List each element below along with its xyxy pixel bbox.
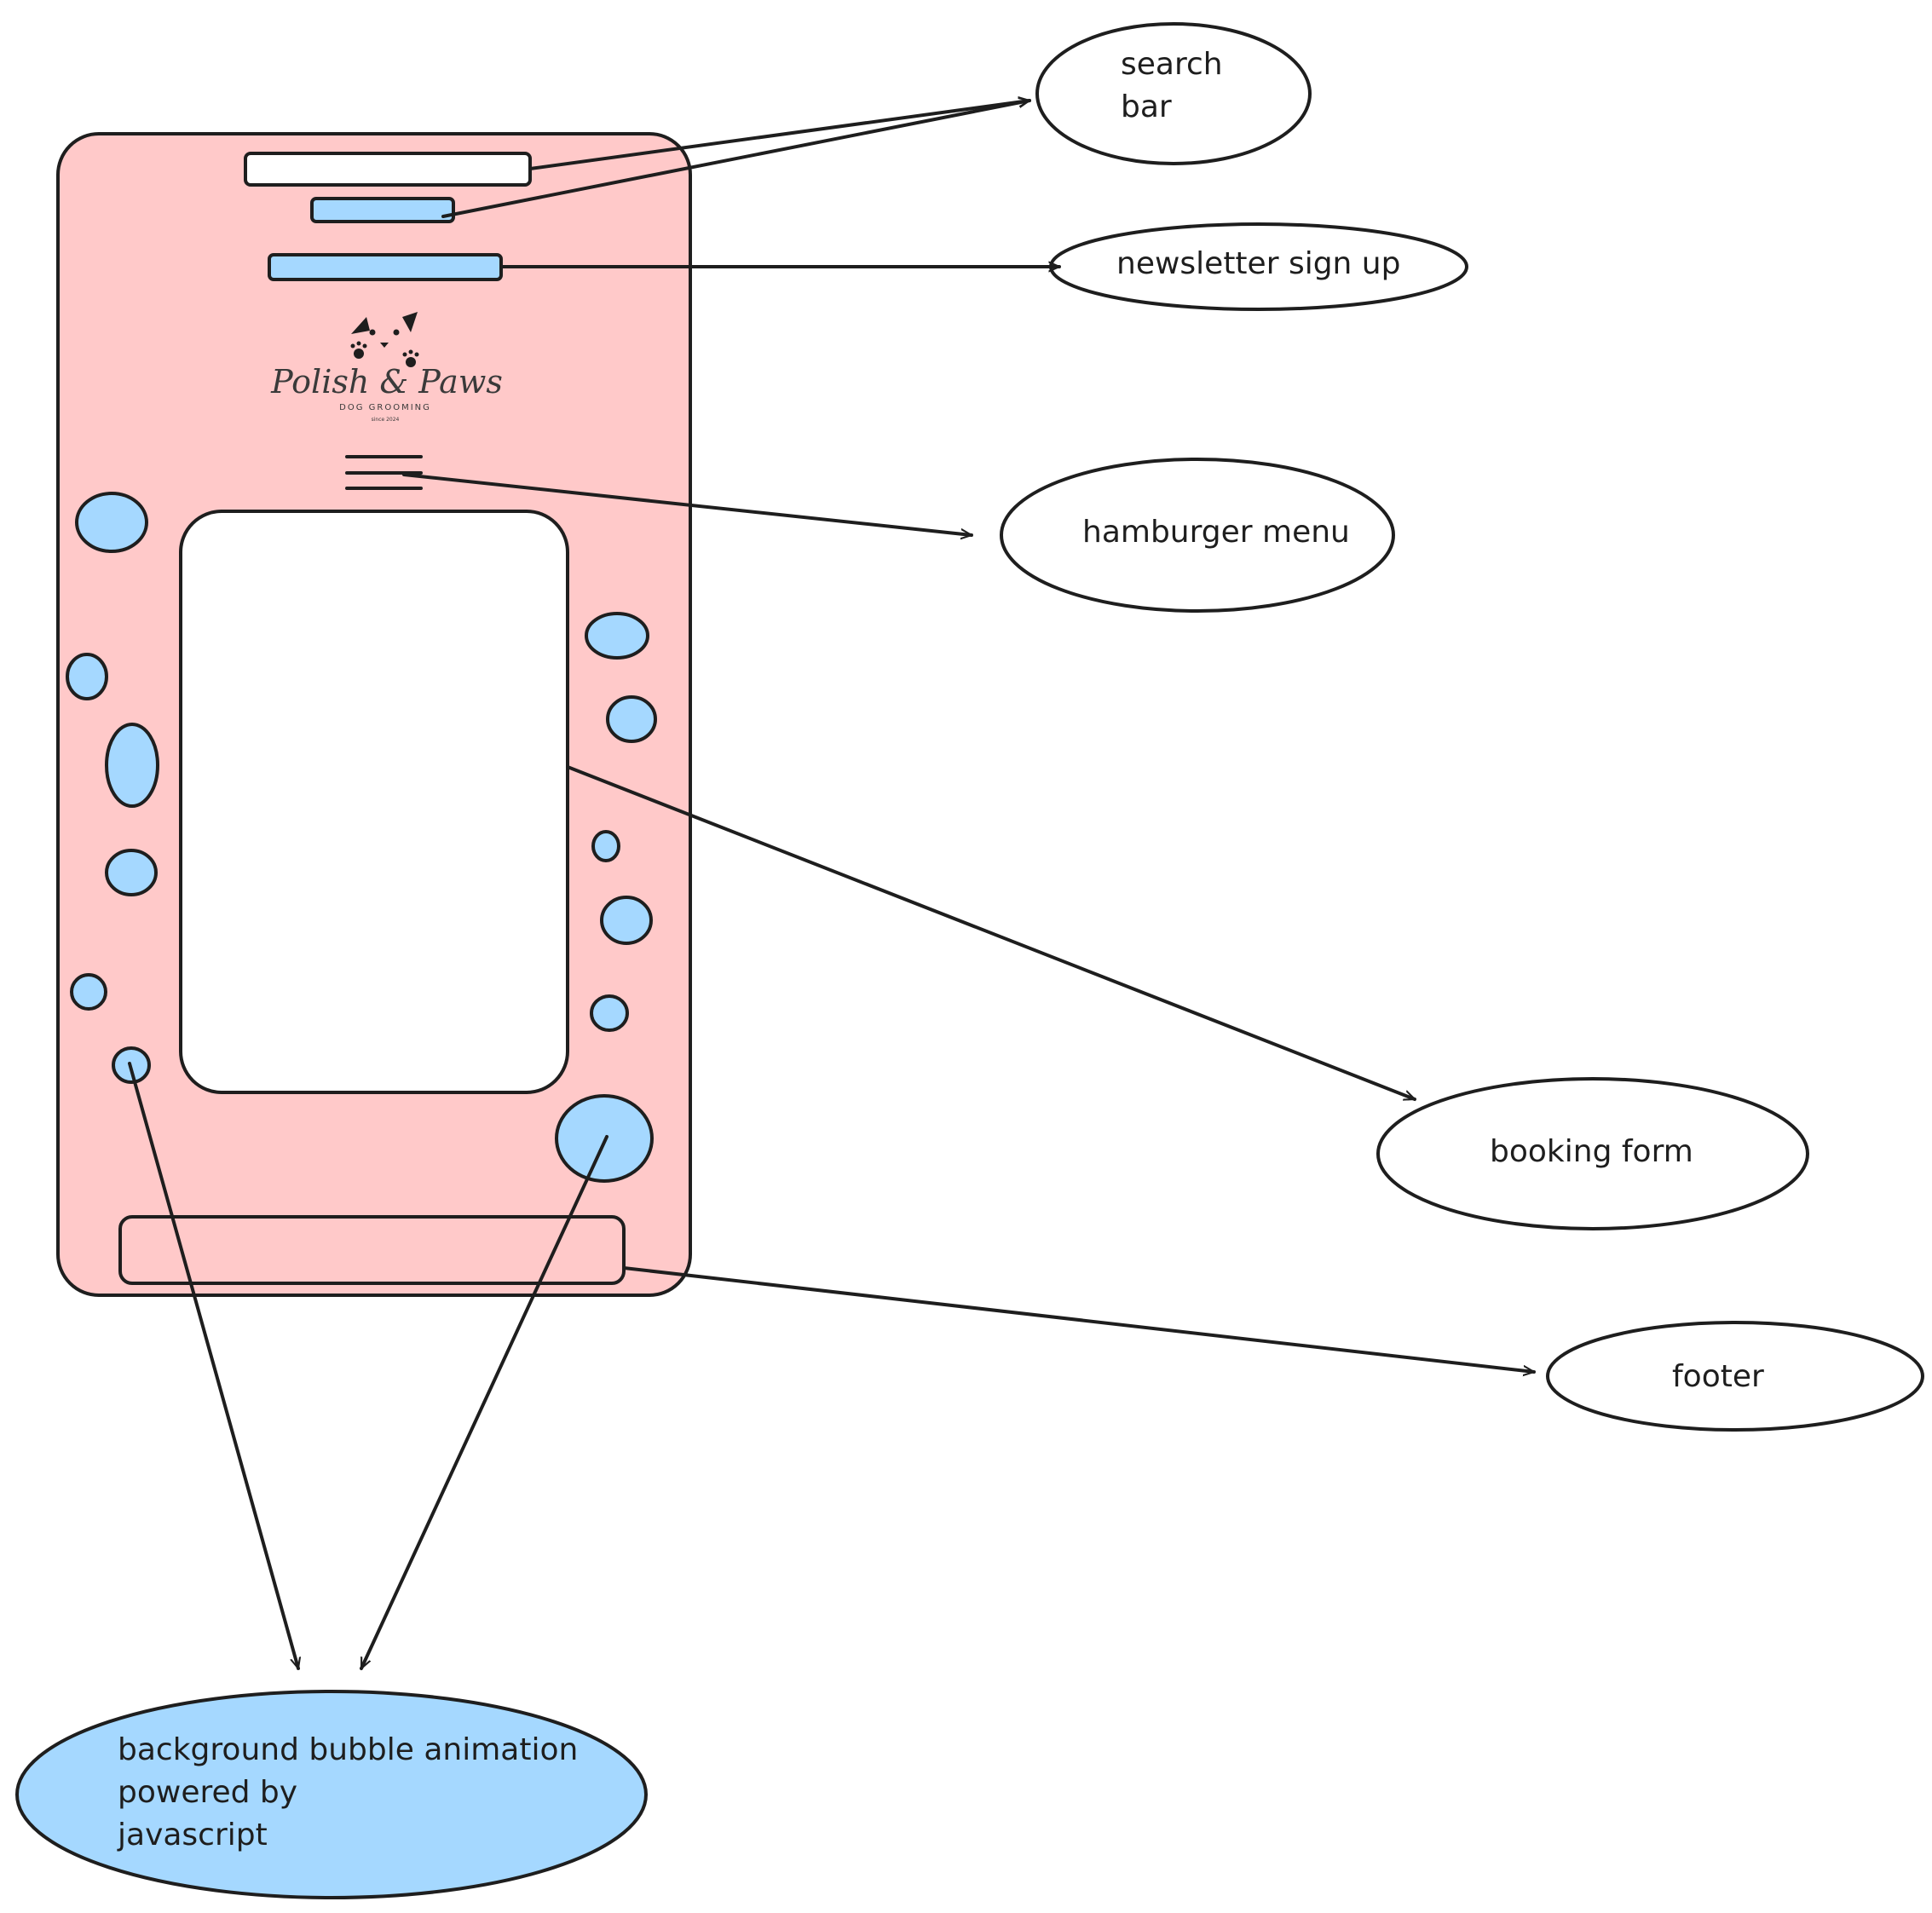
bubble bbox=[585, 612, 649, 660]
footer-annotation bbox=[1546, 1321, 1924, 1432]
search-button[interactable] bbox=[310, 197, 455, 223]
bubble-animation-label-2: powered by bbox=[118, 1775, 297, 1810]
booking-form-panel[interactable] bbox=[179, 510, 569, 1094]
bubble-animation-label: background bubble animation bbox=[118, 1732, 578, 1767]
hamburger-menu-icon[interactable] bbox=[345, 455, 423, 490]
bubble bbox=[70, 973, 107, 1011]
arrow-hamburger bbox=[402, 473, 973, 535]
arrow-footer bbox=[622, 1266, 1536, 1372]
footer-bar bbox=[118, 1215, 626, 1285]
logo-subtitle: DOG GROOMING bbox=[339, 403, 431, 412]
search-bar-annotation bbox=[1035, 22, 1312, 165]
arrows bbox=[128, 101, 1536, 1670]
bubble bbox=[591, 830, 620, 862]
bubble bbox=[606, 695, 657, 743]
search-bar-field[interactable] bbox=[244, 152, 532, 187]
bubble-animation-annotation bbox=[15, 1690, 648, 1899]
newsletter-signup-bar[interactable] bbox=[268, 253, 503, 281]
bubble bbox=[75, 492, 148, 553]
arrow-bubble-left bbox=[128, 1062, 298, 1670]
paw-print-icon bbox=[402, 349, 419, 367]
arrow-booking bbox=[566, 765, 1416, 1101]
bubble bbox=[66, 653, 108, 700]
hamburger-menu-label: hamburger menu bbox=[1082, 515, 1350, 550]
bubble bbox=[105, 723, 159, 808]
logo-title: Polish & Paws bbox=[270, 363, 503, 400]
arrow-search-button bbox=[441, 101, 1031, 218]
arrow-search-bar bbox=[528, 101, 1031, 170]
bubble bbox=[600, 896, 653, 945]
bubble bbox=[590, 994, 629, 1032]
footer-label: footer bbox=[1672, 1359, 1764, 1394]
bubble-animation-label-3: javascript bbox=[117, 1818, 268, 1852]
search-bar-label-2: bar bbox=[1121, 89, 1172, 124]
logo-since: since 2024 bbox=[372, 417, 400, 423]
paw-print-icon bbox=[350, 341, 367, 359]
newsletter-label: newsletter sign up bbox=[1116, 246, 1400, 281]
arrow-bubble-right bbox=[360, 1135, 608, 1670]
logo: Polish & Paws DOG GROOMING since 2024 bbox=[270, 312, 503, 423]
booking-form-label: booking form bbox=[1490, 1134, 1693, 1169]
booking-form-annotation bbox=[1376, 1077, 1809, 1230]
hamburger-menu-annotation bbox=[1000, 458, 1395, 613]
bubble bbox=[105, 849, 158, 896]
search-bar-label: search bbox=[1121, 47, 1223, 82]
dog-face-icon bbox=[351, 312, 418, 348]
